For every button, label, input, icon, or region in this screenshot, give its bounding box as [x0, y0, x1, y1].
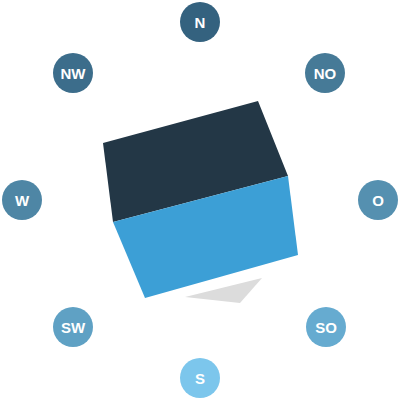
- compass-circle: SW: [53, 307, 93, 347]
- direction-label: NO: [314, 66, 337, 81]
- compass-circle: N: [180, 2, 220, 42]
- direction-label: S: [195, 371, 205, 386]
- compass-circle: NW: [53, 53, 93, 93]
- direction-label: SO: [315, 320, 337, 335]
- compass-circle: S: [180, 358, 220, 398]
- compass-circle: O: [358, 180, 398, 220]
- direction-label: NW: [61, 66, 86, 81]
- cube-front-face: [113, 176, 298, 298]
- compass-circle: NO: [305, 53, 345, 93]
- direction-label: SW: [61, 320, 85, 335]
- compass-circle: W: [2, 180, 42, 220]
- direction-label: W: [15, 193, 29, 208]
- direction-label: O: [372, 193, 384, 208]
- compass-circle: SO: [306, 307, 346, 347]
- direction-label: N: [195, 15, 206, 30]
